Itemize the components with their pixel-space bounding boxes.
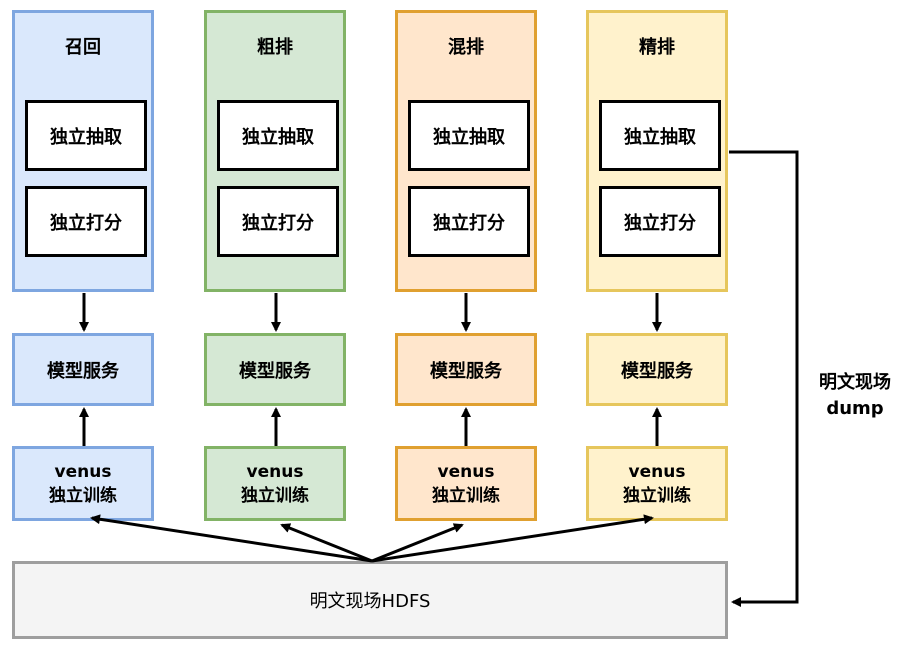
stage-title: 粗排 <box>257 37 293 58</box>
score-box: 独立打分 <box>217 186 339 257</box>
training-line2: 独立训练 <box>49 485 117 506</box>
score-box: 独立打分 <box>25 186 147 257</box>
training-line2: 独立训练 <box>623 485 691 506</box>
training-box: venus 独立训练 <box>586 446 728 521</box>
arrow-hdfs-to-train <box>280 523 373 563</box>
stage-title: 混排 <box>448 37 484 58</box>
score-box: 独立打分 <box>408 186 530 257</box>
training-box: venus 独立训练 <box>12 446 154 521</box>
score-box: 独立打分 <box>599 186 721 257</box>
arrow-hdfs-to-train <box>371 523 464 563</box>
dump-label-line2: dump <box>826 398 884 419</box>
training-box: venus 独立训练 <box>395 446 537 521</box>
model-service-box: 模型服务 <box>586 333 728 406</box>
hdfs-storage-box: 明文现场HDFS <box>12 561 728 639</box>
extract-box: 独立抽取 <box>217 100 339 171</box>
stage-title: 精排 <box>639 37 675 58</box>
dump-label-line1: 明文现场 <box>819 372 891 393</box>
stage-coarse-rank: 粗排 独立抽取 独立打分 <box>204 10 346 292</box>
extract-box: 独立抽取 <box>25 100 147 171</box>
extract-box: 独立抽取 <box>599 100 721 171</box>
training-box: venus 独立训练 <box>204 446 346 521</box>
arrow-dump-to-hdfs <box>729 150 799 607</box>
arrow-hdfs-to-train <box>371 514 654 563</box>
stage-fine-rank: 精排 独立抽取 独立打分 <box>586 10 728 292</box>
stage-title: 召回 <box>65 37 101 58</box>
stage-mixed-rank: 混排 独立抽取 独立打分 <box>395 10 537 292</box>
training-line1: venus <box>54 461 112 482</box>
model-service-box: 模型服务 <box>204 333 346 406</box>
stage-recall: 召回 独立抽取 独立打分 <box>12 10 154 292</box>
training-line2: 独立训练 <box>432 485 500 506</box>
model-service-box: 模型服务 <box>12 333 154 406</box>
dump-label: 明文现场 dump <box>800 370 910 422</box>
arrow-hdfs-to-train <box>90 514 373 563</box>
model-service-box: 模型服务 <box>395 333 537 406</box>
training-line2: 独立训练 <box>241 485 309 506</box>
training-line1: venus <box>628 461 686 482</box>
training-line1: venus <box>246 461 304 482</box>
extract-box: 独立抽取 <box>408 100 530 171</box>
training-line1: venus <box>437 461 495 482</box>
